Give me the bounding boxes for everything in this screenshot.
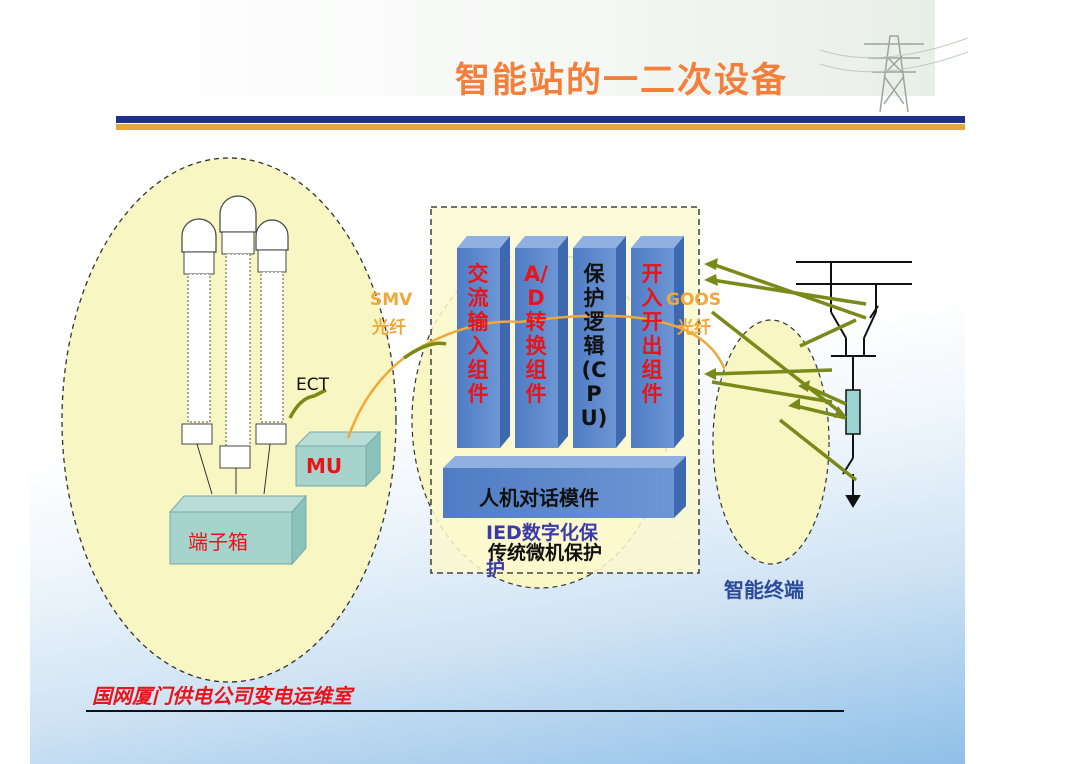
page-title: 智能站的一二次设备 [455, 61, 789, 101]
smart-terminal-label: 智能终端 [724, 578, 804, 602]
module-cpu-label: 保护逻辑(CPU) [580, 262, 608, 430]
module-ad [515, 236, 568, 448]
terminal-box [168, 494, 308, 566]
switchgear [796, 261, 912, 508]
module-ac-input [457, 236, 510, 448]
smv-fiber-label: 光纤 [372, 318, 406, 338]
goos-fiber-label: 光纤 [677, 318, 711, 338]
title-underline-blue [116, 116, 965, 123]
module-io-label: 开入开出组件 [641, 262, 663, 406]
ect-fiber [288, 388, 327, 419]
terminal-box-label: 端子箱 [188, 530, 248, 554]
goos-arrows [710, 262, 867, 482]
module-ac-input-label: 交流输入组件 [467, 262, 489, 406]
goos-label: GOOS [666, 290, 722, 310]
module-ad-label: A/D转换组件 [524, 262, 548, 406]
smv-green-fiber [403, 341, 447, 360]
ied-label: IED数字化保 [486, 522, 598, 544]
module-cpu [573, 236, 626, 448]
ect-column-right [255, 219, 289, 445]
hmi-label: 人机对话模件 [479, 486, 599, 510]
mu-box [294, 430, 382, 488]
traditional-protection-label: 传统微机保护 [488, 542, 603, 564]
power-tower-icon [820, 35, 968, 112]
module-io [631, 236, 684, 448]
title-underline-gold [116, 124, 965, 130]
mu-label: MU [306, 454, 343, 478]
hmi-module [443, 456, 686, 518]
ect-label: ECT [296, 375, 329, 395]
smv-label: SMV [370, 290, 413, 310]
ect-column-middle [219, 195, 257, 469]
ied-label-cont: 护 [486, 558, 506, 580]
footer-org: 国网厦门供电公司变电运维室 [92, 684, 352, 708]
goos-arrowheads [704, 258, 846, 418]
ect-column-left [181, 218, 217, 445]
smv-fiber [346, 314, 742, 439]
terminal-wires [196, 443, 271, 495]
title-band [85, 0, 935, 96]
footer-rule [86, 710, 844, 712]
